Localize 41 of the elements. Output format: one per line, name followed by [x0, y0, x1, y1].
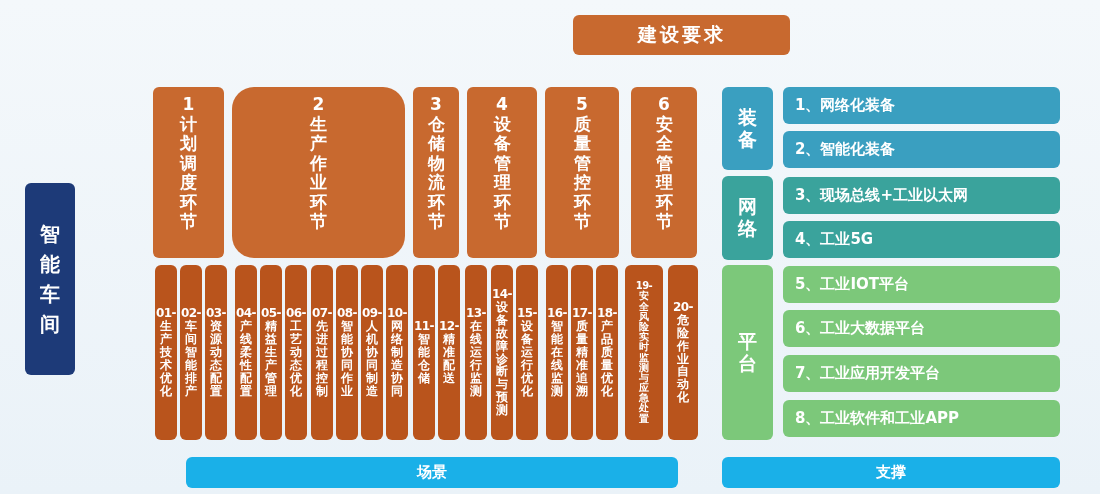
support-item-box: 5、工业IOT平台 [783, 266, 1060, 303]
category-box: 网络 [722, 176, 773, 260]
stage-box: 5 质量管控环节 [545, 87, 619, 258]
support-item-box: 2、智能化装备 [783, 131, 1060, 168]
scenario-box: 06-工艺动态优化 [285, 265, 307, 440]
scenario-box: 12-精准配送 [438, 265, 460, 440]
scenario-box: 15-设备运行优化 [516, 265, 538, 440]
scenario-box: 20-危险作业自动化 [668, 265, 698, 440]
scenario-box: 10-网络制造协同 [386, 265, 408, 440]
scenario-box: 19-安全风险实时监测与应急处置 [625, 265, 663, 440]
scenario-box: 04-产线柔性配置 [235, 265, 257, 440]
footer-bar: 场景 [186, 457, 678, 488]
scenario-box: 18-产品质量优化 [596, 265, 618, 440]
scenario-box: 01-生产技术优化 [155, 265, 177, 440]
stage-box: 6 安全管理环节 [631, 87, 697, 258]
title-box: 智能车间 [25, 183, 75, 375]
scenario-box: 07-先进过程控制 [311, 265, 333, 440]
category-box: 平台 [722, 265, 773, 440]
scenario-box: 11-智能仓储 [413, 265, 435, 440]
scenario-box: 17-质量精准追溯 [571, 265, 593, 440]
support-item-box: 6、工业大数据平台 [783, 310, 1060, 347]
stage-box: 4 设备管理环节 [467, 87, 537, 258]
scenario-box: 08-智能协同作业 [336, 265, 358, 440]
stage-box: 2 生产作业环节 [232, 87, 405, 258]
scenario-box: 05-精益生产管理 [260, 265, 282, 440]
support-item-box: 1、网络化装备 [783, 87, 1060, 124]
support-item-box: 3、现场总线+工业以太网 [783, 177, 1060, 214]
support-item-box: 8、工业软件和工业APP [783, 400, 1060, 437]
header-box: 建设要求 [573, 15, 790, 55]
footer-bar: 支撑 [722, 457, 1060, 488]
scenario-box: 09-人机协同制造 [361, 265, 383, 440]
scenario-box: 02-车间智能排产 [180, 265, 202, 440]
scenario-box: 03-资源动态配置 [205, 265, 227, 440]
stage-box: 3 仓储物流环节 [413, 87, 459, 258]
scenario-box: 16-智能在线监测 [546, 265, 568, 440]
support-item-box: 7、工业应用开发平台 [783, 355, 1060, 392]
stage-box: 1 计划调度环节 [153, 87, 224, 258]
scenario-box: 14-设备故障诊断与预测 [491, 265, 513, 440]
scenario-box: 13-在线运行监测 [465, 265, 487, 440]
category-box: 装备 [722, 87, 773, 170]
support-item-box: 4、工业5G [783, 221, 1060, 258]
